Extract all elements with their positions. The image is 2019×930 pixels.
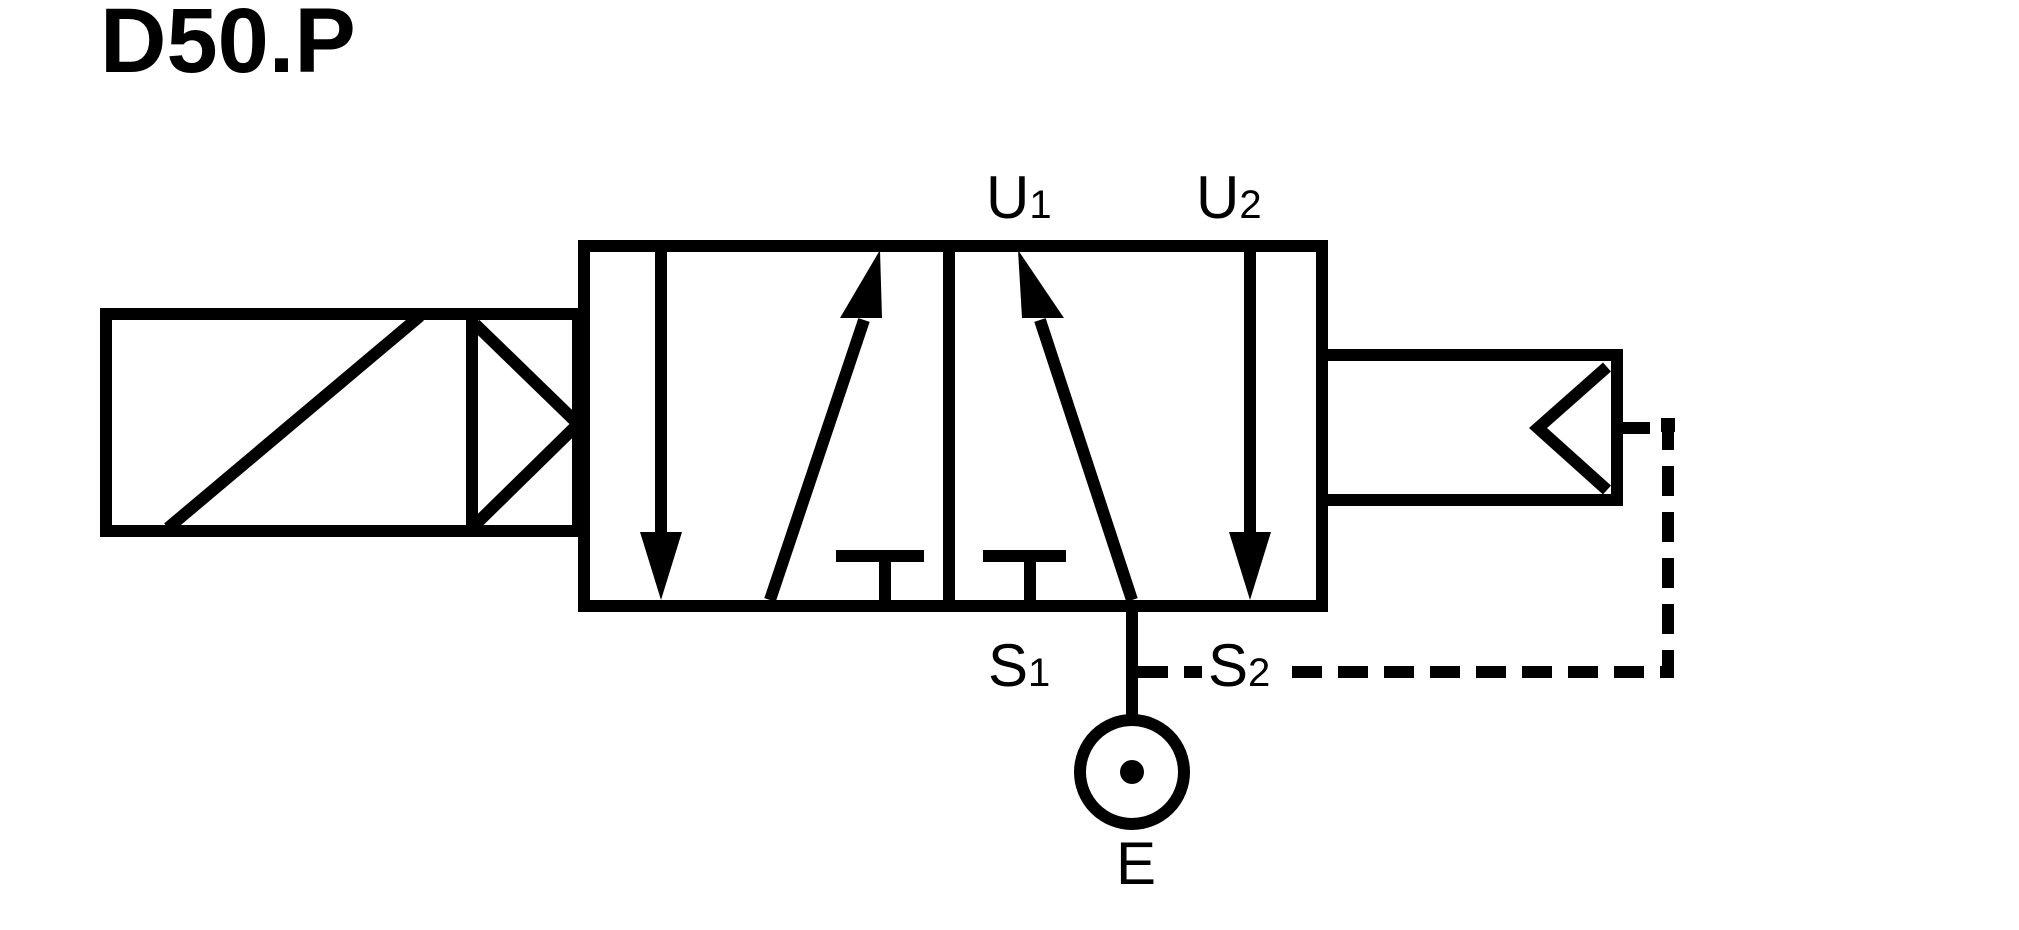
port-s1-letter: S	[988, 632, 1028, 699]
diagram-title: D50.P	[100, 0, 356, 92]
port-s2-sub: 2	[1248, 651, 1270, 695]
port-label-s2: S2	[1208, 632, 1270, 699]
flow-line-right-up	[1034, 318, 1138, 602]
pilot-triangle	[1528, 362, 1612, 495]
valve-position-right	[943, 240, 1328, 612]
solenoid-actuator	[100, 308, 587, 537]
port-u2-sub: 2	[1239, 183, 1261, 227]
port-e-circle	[1074, 714, 1190, 830]
port-e-center-dot	[1120, 760, 1144, 784]
pilot-return-actuator	[1316, 349, 1650, 506]
port-u2-letter: U	[1196, 164, 1239, 231]
s2-label-backdrop	[1204, 628, 1288, 694]
port-label-e: E	[1116, 830, 1156, 897]
pilot-return-body	[1316, 349, 1623, 506]
arrowhead-right-up	[1018, 250, 1064, 318]
solenoid-coil-diagonal	[164, 311, 424, 533]
pilot-dashed-corner-dot	[1661, 418, 1675, 432]
port-label-u1: U1	[986, 164, 1052, 231]
port-s2-letter: S	[1208, 632, 1248, 699]
solenoid-triangle	[470, 319, 587, 530]
port-s1-sub: 1	[1028, 651, 1050, 695]
port-label-s1: S1	[988, 632, 1050, 699]
arrowhead-left-down	[640, 532, 682, 600]
port-u1-sub: 1	[1029, 183, 1051, 227]
arrowhead-right-down	[1229, 532, 1271, 600]
port-label-u2: U2	[1196, 164, 1262, 231]
port-u1-letter: U	[986, 164, 1029, 231]
arrowhead-left-up	[840, 250, 882, 318]
pilot-dashed-line	[1138, 425, 1674, 678]
flow-line-left-up	[764, 318, 870, 602]
valve-position-left	[578, 240, 955, 612]
